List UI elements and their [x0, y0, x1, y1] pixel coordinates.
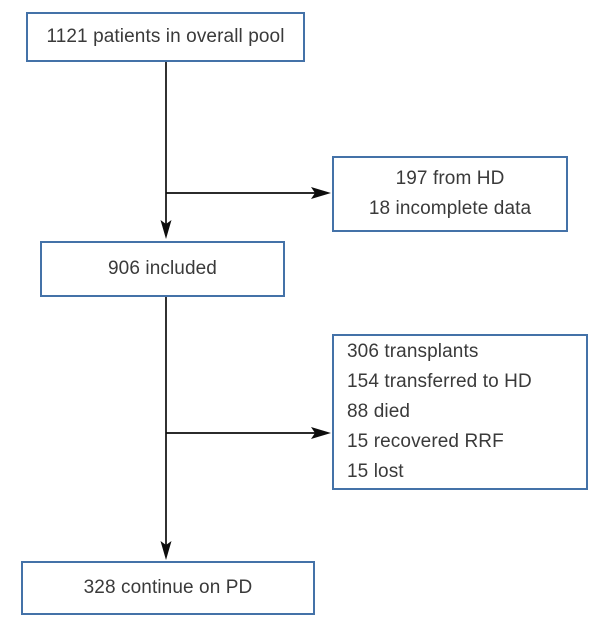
node-included-line-1: 906 included: [108, 258, 217, 279]
node-overall-pool-line-1: 1121 patients in overall pool: [46, 26, 285, 47]
edge-overall-pool-to-included: [160, 62, 172, 239]
node-excluded: 197 from HD 18 incomplete data: [332, 156, 568, 232]
node-continue-pd-line-1: 328 continue on PD: [83, 577, 253, 598]
node-outcomes-line-1: 306 transplants: [347, 341, 479, 362]
node-overall-pool: 1121 patients in overall pool: [26, 12, 305, 62]
edge-included-to-outcomes: [166, 427, 331, 439]
node-outcomes: 306 transplants 154 transferred to HD 88…: [332, 334, 588, 490]
node-included: 906 included: [40, 241, 285, 297]
node-excluded-line-2: 18 incomplete data: [368, 198, 532, 219]
edge-overall-pool-to-excluded: [166, 187, 331, 199]
node-outcomes-line-4: 15 recovered RRF: [347, 431, 504, 452]
node-continue-pd: 328 continue on PD: [21, 561, 315, 615]
node-outcomes-line-5: 15 lost: [347, 461, 404, 482]
node-outcomes-line-3: 88 died: [347, 401, 411, 422]
node-outcomes-line-2: 154 transferred to HD: [347, 371, 532, 392]
edge-included-to-continue-pd: [160, 297, 172, 560]
node-excluded-line-1: 197 from HD: [395, 168, 505, 189]
